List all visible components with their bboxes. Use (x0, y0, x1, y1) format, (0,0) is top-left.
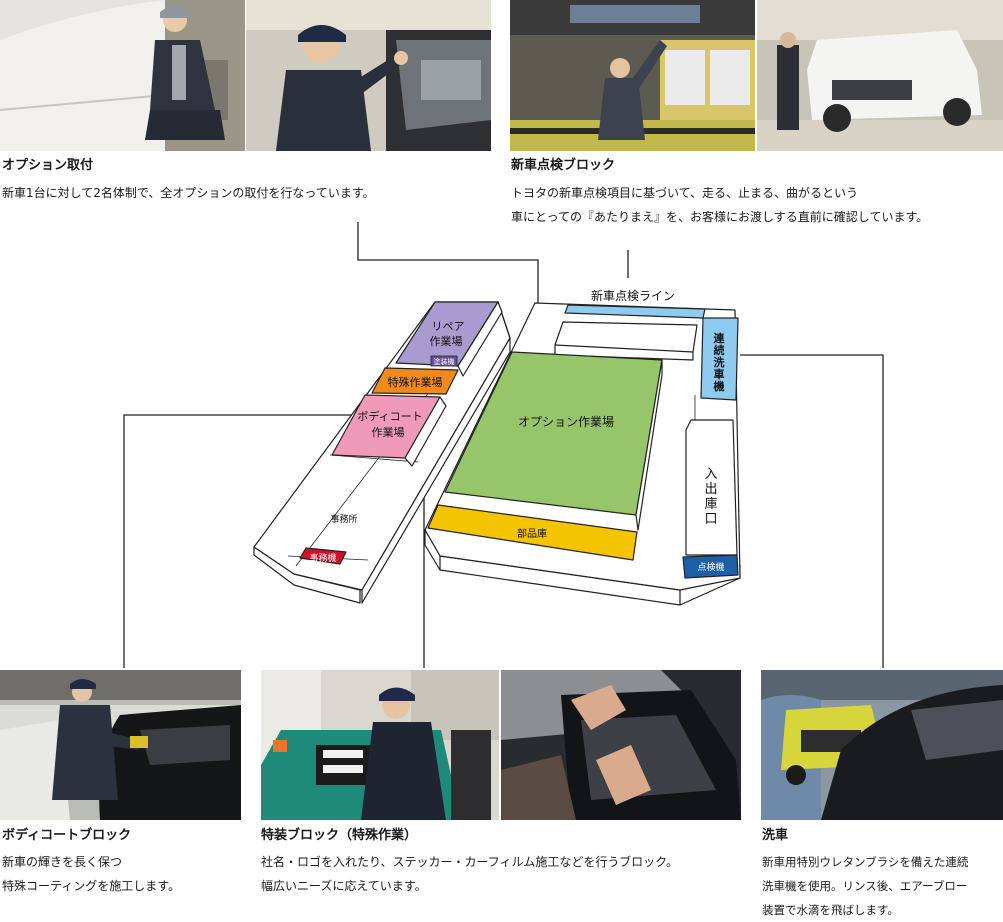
label-inspect-machine: 点検機 (697, 561, 724, 573)
wash-machine (700, 317, 739, 401)
paint-booth (430, 355, 458, 367)
special-line-2: 幅広いニーズに応えています。 (261, 879, 427, 893)
photo-option-mechanic-window (246, 0, 491, 151)
special-line-1: 社名・ロゴを入れたり、ステッカー・カーフィルム施工などを行うブロック。 (261, 855, 679, 869)
parts-area (427, 504, 638, 561)
inspect-machine (682, 554, 739, 579)
bodycoat-line-2: 特殊コーティングを施工します。 (2, 879, 181, 893)
option-title: オプション取付 (2, 158, 94, 173)
label-office-machine: 事務機 (309, 552, 336, 564)
label-special-work: 特殊作業場 (388, 375, 443, 389)
label-office: 事務所 (330, 513, 357, 525)
special-title: 特装ブロック（特殊作業） (261, 828, 418, 843)
inspection-description: トヨタの新車点検項目に基づいて、走る、止まる、曲がるという 車にとっての『あたり… (511, 181, 928, 229)
option-line-1: 新車1台に対して2名体制で、全オプションの取付を行なっています。 (2, 186, 375, 200)
photo-inspection-ceiling (510, 0, 755, 151)
special-description: 社名・ロゴを入れたり、ステッカー・カーフィルム施工などを行うブロック。 幅広いニ… (261, 850, 678, 898)
bodycoat-line-1: 新車の輝きを長く保つ (2, 855, 123, 869)
special-work-area (371, 367, 459, 395)
wash-line-1: 新車用特別ウレタンブラシを備えた連続 (762, 855, 969, 869)
photo-wash (761, 670, 1003, 820)
leader-line-wash (740, 354, 884, 668)
bodycoat-title: ボディコートブロック (2, 828, 132, 843)
photo-special-film (501, 670, 741, 820)
wash-line-2: 洗車機を使用。リンス後、エアーブロー (762, 879, 968, 893)
label-repair-2: 作業場 (430, 335, 463, 348)
wash-line-3: 装置で水滴を飛ばします。 (762, 903, 899, 917)
photo-inspection-suv (757, 0, 1003, 151)
label-wash-machine: 連続洗車機 (714, 331, 726, 393)
photo-option-mechanic-kneeling (0, 0, 245, 151)
label-paint-booth: 塗装機 (434, 357, 455, 366)
label-option-area: オプション作業場 (518, 415, 614, 429)
label-entry-exit: 入出庫口 (704, 467, 717, 527)
label-bodycoat-1: ボディコート (357, 409, 422, 423)
inspection-line-bar (564, 304, 706, 319)
photo-bodycoat (0, 670, 241, 820)
photo-special-logo (261, 670, 499, 820)
inspection-title: 新車点検ブロック (511, 158, 616, 173)
inspection-line-1: トヨタの新車点検項目に基づいて、走る、止まる、曲がるという (511, 186, 859, 200)
leader-line-bodycoat (123, 414, 370, 668)
inspection-line-2: 車にとっての『あたりまえ』を、お客様にお渡しする直前に確認しています。 (511, 210, 929, 224)
label-inspection-line: 新車点検ライン (591, 288, 675, 303)
wash-description: 新車用特別ウレタンブラシを備えた連続 洗車機を使用。リンス後、エアーブロー 装置… (762, 850, 968, 922)
option-description: 新車1台に対して2名体制で、全オプションの取付を行なっています。 (2, 181, 375, 205)
wash-title: 洗車 (762, 828, 789, 843)
label-parts: 部品庫 (517, 527, 547, 540)
bodycoat-description: 新車の輝きを長く保つ 特殊コーティングを施工します。 (2, 850, 180, 898)
label-bodycoat-2: 作業場 (372, 426, 405, 439)
label-repair-1: リペア (432, 320, 465, 333)
office-machine (299, 547, 347, 565)
